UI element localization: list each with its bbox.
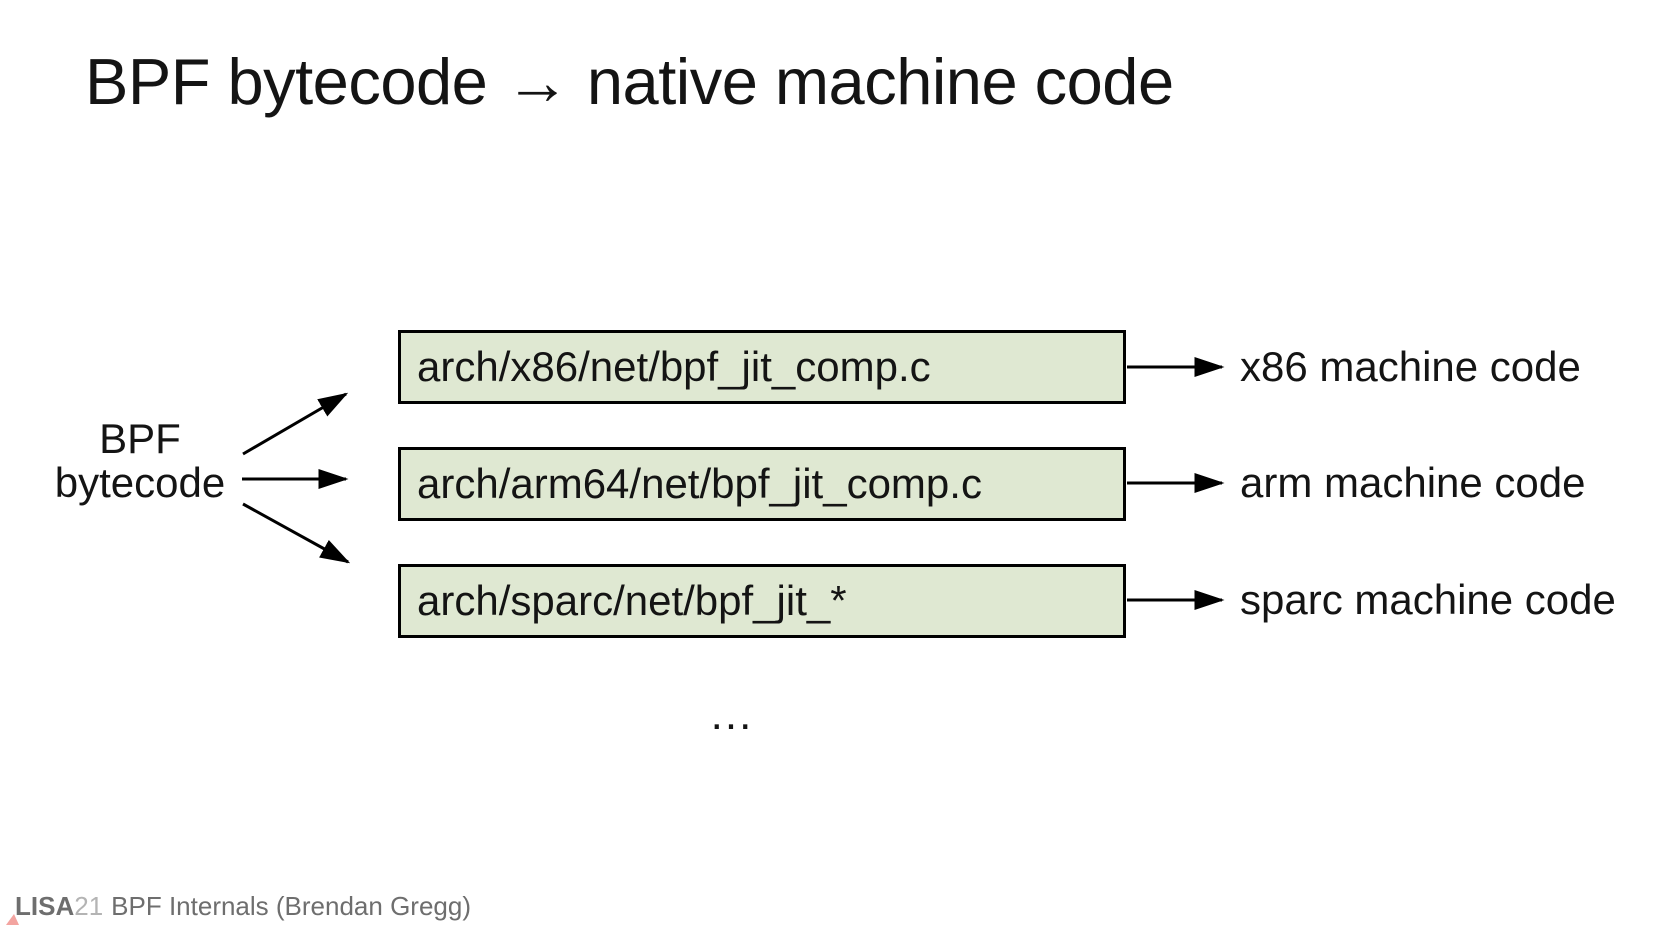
machine-code-label-x86: x86 machine code: [1240, 343, 1581, 390]
jit-source-path: arch/arm64/net/bpf_jit_comp.c: [417, 460, 982, 507]
slide-title: BPF bytecode → native machine code: [85, 45, 1174, 118]
footer-credit-text: BPF Internals (Brendan Gregg): [111, 891, 471, 921]
machine-code-label-sparc: sparc machine code: [1240, 576, 1616, 623]
lisa-brand-text: LISA: [15, 891, 75, 921]
jit-source-box-sparc: arch/sparc/net/bpf_jit_*: [398, 564, 1126, 638]
bpf-bytecode-label-line2: bytecode: [54, 459, 226, 506]
fanout-arrow-sparc: [242, 502, 351, 564]
jit-source-box-arm64: arch/arm64/net/bpf_jit_comp.c: [398, 447, 1126, 521]
lisa-year-text: 21: [74, 891, 104, 921]
bpf-bytecode-label: BPF bytecode: [30, 417, 250, 505]
bpf-bytecode-label-line1: BPF: [99, 415, 181, 462]
jit-source-path: arch/x86/net/bpf_jit_comp.c: [417, 343, 931, 390]
lisa-logo-triangle-icon: [6, 914, 19, 925]
fanout-arrow-x86: [242, 392, 349, 456]
more-architectures-ellipsis: ...: [710, 690, 754, 739]
jit-source-box-x86: arch/x86/net/bpf_jit_comp.c: [398, 330, 1126, 404]
machine-code-label-arm: arm machine code: [1240, 459, 1586, 506]
jit-source-path: arch/sparc/net/bpf_jit_*: [417, 577, 847, 624]
